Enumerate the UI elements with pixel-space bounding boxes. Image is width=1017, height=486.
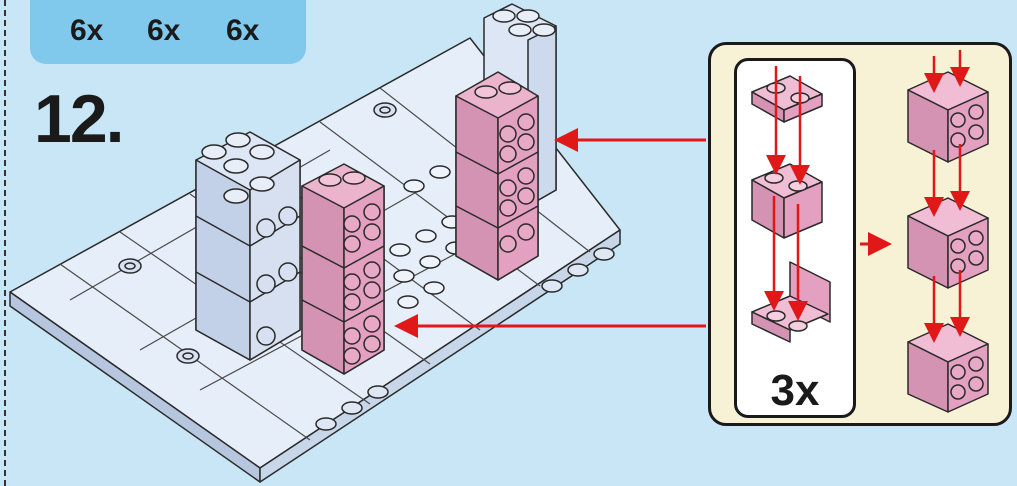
blue-brick-column — [196, 132, 300, 360]
subassembly-steps — [752, 76, 830, 342]
pink-brick-column-front — [302, 164, 384, 374]
result-brick-top — [908, 72, 988, 162]
result-brick-stack — [908, 72, 988, 412]
result-brick-middle — [908, 198, 988, 288]
subassembly-count: 3x — [734, 366, 856, 416]
result-brick-bottom — [908, 324, 988, 412]
pink-brick-column-back — [456, 72, 538, 280]
